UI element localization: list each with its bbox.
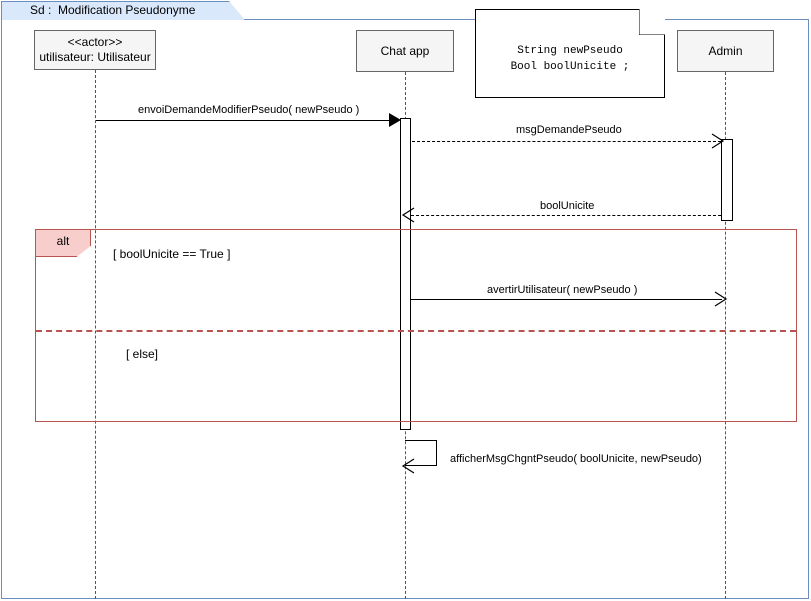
note-body <box>475 9 665 98</box>
participant-utilisateur-label: utilisateur: Utilisateur <box>39 50 151 64</box>
message-arrowhead-msgdemandepseudo <box>711 133 725 149</box>
message-arrowhead-envoidemandemodifierpseudo <box>389 113 401 127</box>
alt-guard-condition-true: [ boolUnicite == True ] <box>113 247 231 261</box>
self-message-loop-affichermsgchgntpseudo <box>405 440 437 466</box>
alt-fragment-divider <box>36 330 796 332</box>
alt-fragment-operator-label: alt <box>56 234 70 248</box>
note-line-1: String newPseudo <box>517 45 623 57</box>
message-label-envoidemandemodifierpseudo: envoiDemandeModifierPseudo( newPseudo ) <box>138 104 360 116</box>
participant-admin-label: Admin <box>708 43 743 58</box>
alt-guard-condition-else: [ else] <box>126 347 159 361</box>
lifeline-admin <box>725 72 726 599</box>
participant-chatapp-label: Chat app <box>380 43 430 58</box>
lifeline-utilisateur <box>95 70 96 599</box>
message-arrowhead-avertirutilisateur <box>714 291 728 307</box>
participant-utilisateur[interactable]: <<actor>> utilisateur: Utilisateur <box>34 30 156 70</box>
note-declarations: String newPseudo Bool boolUnicite ; <box>475 9 665 98</box>
message-line-msgdemandepseudo <box>412 141 721 142</box>
message-label-affichermsgchgntpseudo: afficherMsgChgntPseudo( boolUnicite, new… <box>450 453 702 465</box>
note-fold-corner-icon <box>639 9 665 35</box>
activation-chatapp <box>400 118 411 430</box>
participant-utilisateur-stereotype: <<actor>> <box>67 35 123 49</box>
alt-fragment <box>35 229 797 422</box>
message-label-boolunicite: boolUnicite <box>540 200 595 212</box>
alt-fragment-operator-tag: alt <box>35 229 91 257</box>
message-line-boolunicite <box>411 215 721 216</box>
sequence-frame-title: Sd : Modification Pseudonyme <box>30 3 196 17</box>
message-line-envoidemandemodifierpseudo <box>96 120 393 121</box>
activation-admin <box>721 139 733 221</box>
note-line-2: Bool boolUnicite ; <box>510 61 630 73</box>
message-arrowhead-affichermsgchgntpseudo <box>401 458 415 474</box>
message-line-avertirutilisateur <box>411 299 722 300</box>
message-arrowhead-boolunicite <box>401 207 415 223</box>
message-label-avertirutilisateur: avertirUtilisateur( newPseudo ) <box>487 284 638 296</box>
participant-chatapp[interactable]: Chat app <box>356 30 454 72</box>
message-label-msgdemandepseudo: msgDemandePseudo <box>516 124 622 136</box>
participant-admin[interactable]: Admin <box>677 30 774 72</box>
